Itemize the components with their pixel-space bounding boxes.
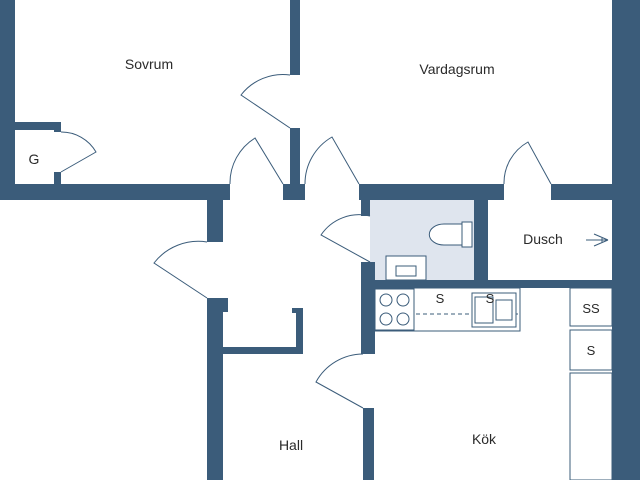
door-closet (60, 131, 97, 173)
room-label-hall: Hall (279, 437, 303, 453)
wc-fixtures (385, 221, 473, 281)
stove-burner-1 (379, 293, 393, 307)
wall-hall-niche-right (296, 308, 303, 354)
tall-cabinet-top-label: SS (582, 301, 600, 316)
sink-label: S (486, 291, 495, 306)
door-wc (320, 214, 371, 263)
tall-cabinet-lower-column (569, 372, 613, 480)
wall-hall-right-lower (363, 408, 374, 480)
wall-wc-dusch-divider (474, 200, 488, 282)
wall-living-bottom-left (359, 184, 504, 200)
door-living-hall (304, 136, 360, 185)
tall-cabinet-bottom (569, 329, 613, 371)
tall-cabinet-bottom-label: S (587, 343, 596, 358)
wall-right-outer (612, 0, 640, 480)
door-dusch (503, 141, 552, 185)
door-bedroom-hall (229, 137, 284, 185)
wall-hall-right-upper (361, 200, 370, 216)
room-label-sovrum: Sovrum (125, 56, 173, 72)
stove-burner-3 (379, 312, 393, 326)
wall-hall-niche-left (223, 298, 228, 312)
stove-burner-4 (396, 312, 410, 326)
door-hall-entry (153, 240, 208, 299)
wall-hall-left-upper (207, 200, 223, 242)
wall-closet-right-top (54, 122, 61, 132)
room-label-closet: G (29, 151, 40, 167)
room-label-vardagsrum: Vardagsrum (419, 61, 494, 77)
wall-closet-top (15, 122, 61, 130)
wall-hall-left-lower (207, 298, 223, 480)
door-kitchen (315, 353, 364, 409)
stove (374, 288, 415, 331)
stove-burner-2 (396, 293, 410, 307)
room-label-dusch: Dusch (523, 231, 563, 247)
kitchen-sink-basin-1 (474, 296, 494, 324)
wall-hall-right-mid (361, 262, 375, 354)
kitchen-counter (373, 287, 613, 480)
toilet-bowl (428, 223, 463, 246)
wall-bed-living-upper (290, 0, 300, 75)
room-label-kok: Kök (472, 431, 497, 447)
wall-left-sovrum (0, 0, 15, 200)
toilet-tank (461, 221, 473, 248)
tall-cabinet-top (569, 287, 613, 327)
washbasin-inner (395, 265, 417, 277)
shower-head-icon (586, 233, 609, 247)
wall-bed-living-lower (290, 128, 300, 192)
kitchen-sink-basin-2 (495, 299, 513, 321)
doors (60, 74, 552, 409)
wall-closet-right-bottom (54, 172, 61, 186)
wall-hall-niche-cap (292, 308, 303, 313)
wall-wc-bottom (370, 280, 612, 288)
wall-bedroom-bottom (0, 184, 230, 200)
wall-hall-niche-bottom (223, 347, 303, 354)
door-bedroom-living (240, 74, 291, 129)
stove-label: S (436, 291, 445, 306)
